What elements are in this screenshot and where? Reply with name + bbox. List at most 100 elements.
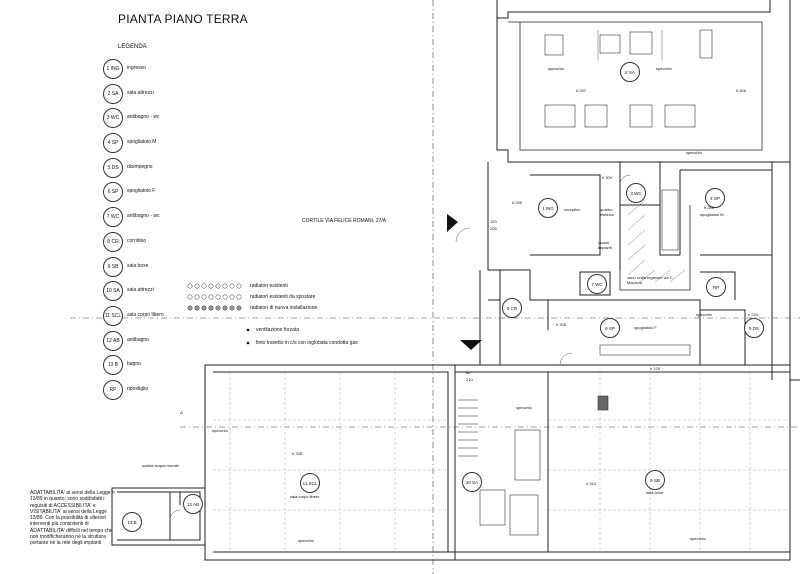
- legend-label: sala corpo libero: [127, 311, 164, 318]
- stair-lines: [458, 399, 478, 457]
- wall-top-block-inner: [508, 21, 763, 151]
- label-vano-scala: vano scala ingresso via C. Maurizio: [627, 275, 674, 285]
- wall-vano-scala: [619, 205, 691, 291]
- label-specchio-6: specchio: [212, 428, 228, 433]
- room-tag-sa10: 10 SA: [462, 472, 482, 492]
- wall-sp4: [679, 169, 773, 300]
- label-reception: reception: [564, 207, 581, 212]
- room-tag-wc7: 7 WC: [587, 274, 607, 294]
- room-tag-sb9: 9 SB: [645, 470, 665, 490]
- label-specchio-7: specchio: [298, 538, 314, 543]
- legend-code: 9 SB: [103, 256, 123, 277]
- label-specchio-5: specchio: [516, 405, 532, 410]
- legend-code: 7 WC: [103, 207, 123, 228]
- symbol-radiatori-spostare: radiatori esistenti da spostare: [250, 294, 316, 300]
- label-sala-boxe: sala boxe: [646, 490, 664, 495]
- legend-code: 1 ING: [103, 59, 123, 79]
- entrance-marker-2: [460, 340, 482, 350]
- hatch-vano-scala: [627, 199, 686, 283]
- label-sala-corpo-libero: sala corpo libero: [290, 494, 320, 499]
- room-tag-sp6: 6 SP: [600, 318, 620, 338]
- height-h297: h 297: [576, 88, 587, 93]
- label-quadro-elettrico: quadro elettrico: [600, 207, 615, 217]
- legend-code: 12 AB: [103, 330, 123, 351]
- legend-label: antibagno - wc: [127, 114, 160, 121]
- label-quadri-impianti: quadri impianti: [598, 240, 612, 250]
- height-h314: h 314: [586, 481, 597, 486]
- label-specchio-3: specchio: [686, 150, 702, 155]
- door-arc-sp6: [559, 352, 573, 366]
- symbol-radiatori-esistenti: radiatori esistenti: [250, 283, 288, 289]
- grid-sb: [548, 372, 790, 552]
- equipment-2: [599, 34, 621, 54]
- height-h120: h 120: [650, 366, 661, 371]
- legend-label: corridoio: [127, 237, 147, 244]
- equipment-3: [629, 31, 653, 55]
- height-h295: h 295: [512, 200, 523, 205]
- equipment-1: [544, 34, 564, 56]
- wall-sa2-divider: [597, 30, 663, 60]
- wall-reception: [487, 162, 601, 330]
- legend-code: RP: [103, 379, 123, 400]
- legend-label: ingresso: [127, 65, 146, 71]
- room-tag-rp: RP: [706, 277, 726, 297]
- wall-lower-right: [455, 364, 791, 561]
- beam-symbol: [246, 341, 250, 345]
- legend-label: sala attrezzi: [127, 287, 154, 294]
- label-scaldaacqua: scalda acqua murale: [142, 463, 179, 468]
- adattabilita-note: ADATTABILITA' ai sensi della Legge n 13/…: [30, 490, 115, 547]
- room-tag-ing: 1 ING: [538, 198, 558, 218]
- label-specchio-1: specchio: [548, 66, 564, 71]
- wall-scl: [204, 364, 456, 561]
- bench-sp6: [599, 344, 691, 356]
- equipment-12: [597, 395, 609, 411]
- equipment-7: [629, 104, 653, 128]
- legend-code: 5 DS: [103, 157, 123, 178]
- legend-code: 11 SCL: [103, 305, 123, 326]
- legend-label: bagno: [127, 361, 141, 368]
- room-tag-wc3: 3 WC: [626, 183, 646, 203]
- label-specchio-4: specchio: [696, 312, 712, 317]
- label-spogliatoio-f: spogliatoio F: [634, 325, 657, 330]
- room-tag-b13: 13 B: [122, 512, 142, 532]
- legend-code: 6 SP: [103, 182, 123, 203]
- room-tag-scl11: 11 SCL: [300, 473, 320, 493]
- radiator-symbol-new: [187, 305, 242, 311]
- height-h328-sp6: h 328: [556, 322, 567, 327]
- entrance-marker: [447, 214, 458, 232]
- legend-heading: LEGENDA: [118, 44, 147, 50]
- wall-bath-divide: [169, 492, 181, 540]
- legend-code: 13 B: [103, 355, 123, 376]
- legend-code: 8 CR: [103, 231, 123, 252]
- legend-label: antibagno - wc: [127, 213, 160, 220]
- label-specchio-8: specchio: [690, 536, 706, 541]
- wall-wc7: [579, 271, 611, 296]
- label-specchio-2: specchio: [656, 66, 672, 71]
- radiator-symbol-move: [187, 294, 242, 300]
- room-tag-ds5: 5 DS: [744, 318, 764, 338]
- legend-code: 2 SA: [103, 83, 123, 104]
- legend-label: sala boxe: [127, 262, 149, 269]
- legend-label: sala attrezzi: [127, 89, 154, 96]
- room-tag-sa2: 2 SA: [620, 62, 640, 82]
- height-h288: h 288: [704, 205, 715, 210]
- door-arc-entrance: [455, 227, 471, 243]
- height-h309: h 309: [602, 175, 613, 180]
- height-h306: h 306: [736, 88, 747, 93]
- equipment-11: [509, 494, 539, 536]
- grid-scl: [213, 372, 448, 552]
- radiator-symbol-existing: [187, 283, 242, 289]
- legend-label: disimpegno: [127, 163, 153, 170]
- equipment-10: [514, 429, 541, 481]
- legend-label: ripostiglio: [127, 385, 149, 392]
- equipment-8: [664, 104, 696, 128]
- door-arc-wc3: [619, 174, 631, 186]
- symbol-radiatori-nuova: radiatori di nuova installazione: [250, 305, 318, 311]
- height-h328-scl: h 328: [292, 451, 303, 456]
- legend-label: spogliatoio M: [127, 139, 157, 146]
- legend-code: 4 SP: [103, 133, 123, 154]
- legend-label: antibagno: [127, 336, 149, 343]
- height-h229: h 229: [748, 312, 759, 317]
- legend-label: spogliatoio F: [127, 188, 156, 195]
